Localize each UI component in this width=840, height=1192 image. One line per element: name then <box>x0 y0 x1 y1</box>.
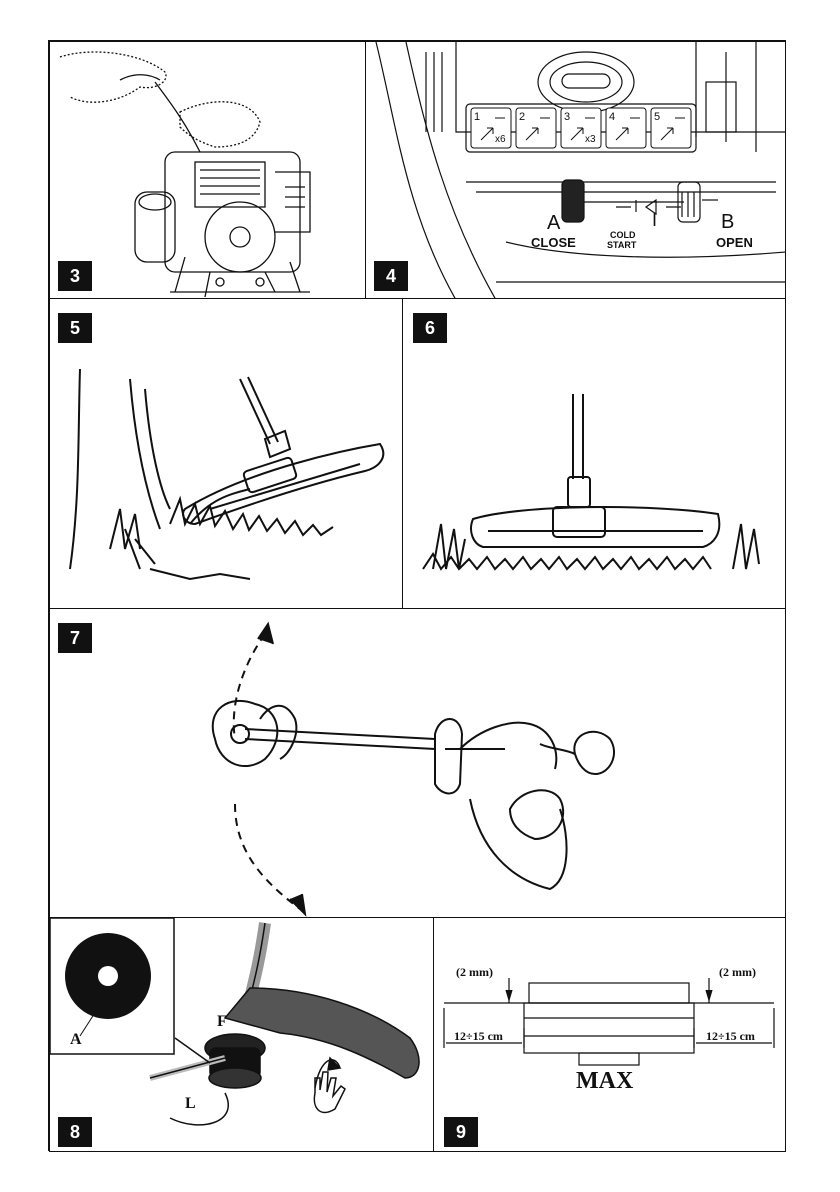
start-step-number: 4 <box>609 111 615 123</box>
figure-number-badge: 5 <box>58 313 92 343</box>
figure-number-badge: 4 <box>374 261 408 291</box>
figure-8-panel: A F L 8 <box>49 917 434 1152</box>
label-start: START <box>607 240 637 250</box>
label-close: CLOSE <box>531 235 576 250</box>
figure-9-panel: (2 mm) (2 mm) 12÷15 cm 12÷15 cm MAX 9 <box>433 917 786 1152</box>
start-step-number: 5 <box>654 111 660 123</box>
max-label: MAX <box>576 1068 634 1094</box>
figure-7-panel: 7 <box>49 608 786 918</box>
figure-4-panel: 1 x6 2 3 x3 4 5 A CLOSE COLD START I B OPEN 4 <box>365 41 786 299</box>
figure-8-drawing: A F L <box>50 918 434 1152</box>
label-a: A <box>70 1031 82 1048</box>
figure-5-drawing <box>50 299 403 609</box>
figure-sheet: 3 <box>48 40 786 1151</box>
figure-7-drawing <box>50 609 786 918</box>
label-l: L <box>185 1095 196 1112</box>
start-step-number: 2 <box>519 111 525 123</box>
figure-6-drawing <box>403 299 786 609</box>
figure-number-badge: 6 <box>413 313 447 343</box>
label-open: OPEN <box>716 235 753 250</box>
figure-number-badge: 3 <box>58 261 92 291</box>
start-step-number: 3 <box>564 111 570 123</box>
start-steps-strip: 1 x6 2 3 x3 4 5 <box>471 108 691 148</box>
figure-9-drawing: (2 mm) (2 mm) 12÷15 cm 12÷15 cm MAX <box>434 918 786 1152</box>
figure-6-panel: 6 <box>402 298 786 609</box>
figure-number-badge: 8 <box>58 1117 92 1147</box>
start-step-count: x3 <box>585 134 596 145</box>
figure-5-panel: 5 <box>49 298 403 609</box>
figure-4-drawing: 1 x6 2 3 x3 4 5 A CLOSE COLD START I B OPEN <box>366 42 786 299</box>
length-right-label: 12÷15 cm <box>706 1029 755 1043</box>
figure-3-drawing <box>50 42 366 299</box>
label-cold: COLD <box>610 230 636 240</box>
start-step-number: 1 <box>474 111 480 123</box>
start-step-count: x6 <box>495 134 506 145</box>
label-f: F <box>217 1013 227 1030</box>
figure-3-panel: 3 <box>49 41 366 299</box>
gap-right-label: (2 mm) <box>719 965 756 979</box>
label-a: A <box>547 212 561 234</box>
figure-number-badge: 7 <box>58 623 92 653</box>
length-left-label: 12÷15 cm <box>454 1029 503 1043</box>
label-b: B <box>721 211 734 233</box>
figure-number-badge: 9 <box>444 1117 478 1147</box>
label-i: I <box>652 210 657 230</box>
gap-left-label: (2 mm) <box>456 965 493 979</box>
